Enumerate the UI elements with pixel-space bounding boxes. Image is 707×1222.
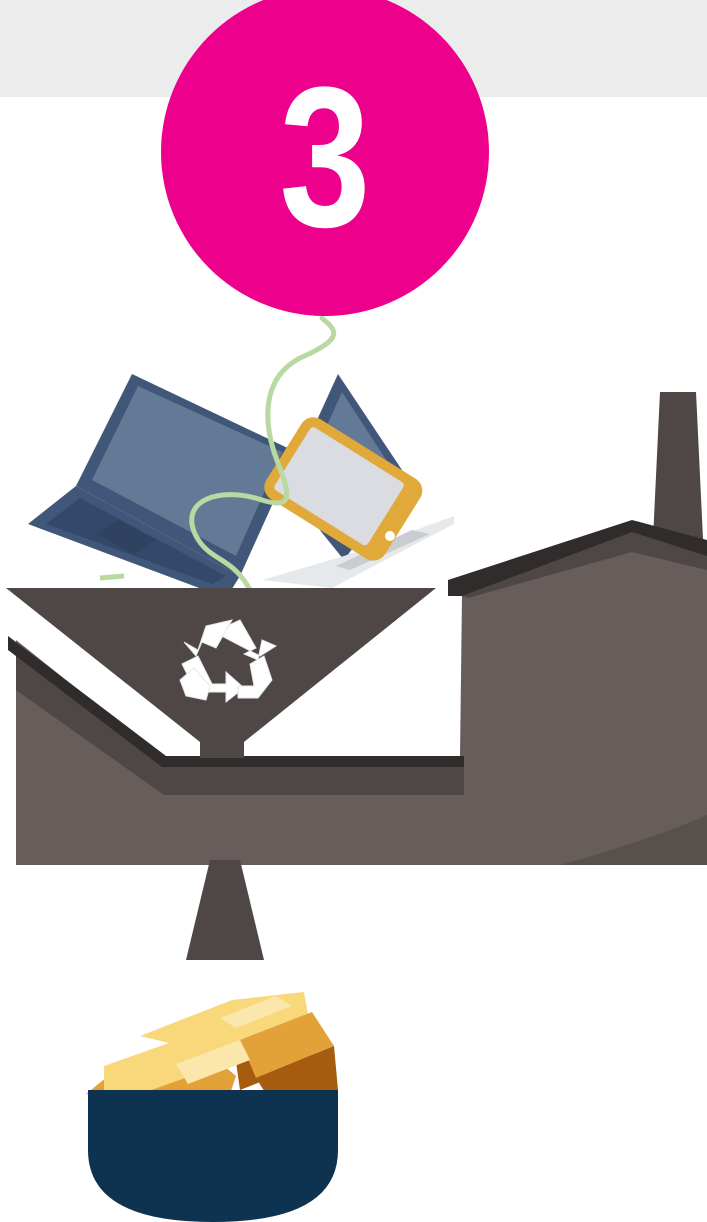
step-number-badge: 3 (161, 0, 489, 316)
cable-end (100, 576, 124, 578)
gold-bowl-group (86, 992, 338, 1222)
step-number: 3 (279, 44, 370, 268)
gold-bars-icon (86, 992, 338, 1094)
factory-gap (448, 596, 462, 756)
bowl-icon (88, 1090, 338, 1222)
laptop-icon (28, 374, 296, 592)
devices-pile (28, 318, 454, 592)
output-nozzle (186, 860, 264, 960)
